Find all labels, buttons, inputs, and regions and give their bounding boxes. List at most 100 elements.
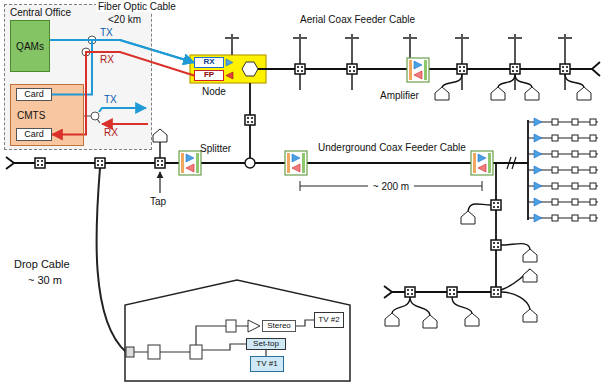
feeder-branch xyxy=(528,118,598,126)
dimension-label: ~ 30 m xyxy=(28,274,62,286)
length-bracket xyxy=(300,181,482,191)
node-heading: Node xyxy=(202,86,226,97)
node-text: RX xyxy=(203,58,214,67)
card-box: Card xyxy=(16,128,52,141)
feeder-branch xyxy=(528,182,598,190)
length-label: <20 km xyxy=(108,14,141,25)
house-icon xyxy=(577,87,591,100)
house-icon xyxy=(491,87,505,100)
pole-crossbars xyxy=(225,37,572,39)
tap-pointer xyxy=(159,172,160,193)
forward-path-port: FP xyxy=(194,70,224,81)
house-icon xyxy=(523,309,537,322)
part-name: Tap xyxy=(150,196,166,207)
house-icon xyxy=(435,87,449,100)
node-text: CMTS xyxy=(17,110,45,121)
office-fill xyxy=(4,4,152,150)
feeder-branch xyxy=(528,150,598,158)
amplifier-symbol xyxy=(407,58,429,82)
amplifier-symbol xyxy=(179,151,201,175)
tap-symbol xyxy=(447,287,457,297)
part-name: Amplifier xyxy=(380,90,419,101)
combiner-circles xyxy=(82,36,99,120)
tv-box: TV #1 xyxy=(250,356,284,372)
tap-symbol xyxy=(405,287,415,297)
cable-label: Underground Coax Feeder Cable xyxy=(318,142,466,153)
amplifier-symbol xyxy=(285,151,307,175)
tap-symbol xyxy=(35,158,45,168)
signal-name: TX xyxy=(100,27,113,38)
tap-symbol xyxy=(245,115,255,125)
home-outline xyxy=(125,280,350,381)
node-text: Stereo xyxy=(267,322,291,331)
tap-symbol xyxy=(510,64,520,74)
home-splitter xyxy=(148,345,160,359)
node-hexagon xyxy=(242,62,258,76)
signal-name: TX xyxy=(104,94,117,105)
receiver-port: RX xyxy=(194,57,224,68)
receiver-triangle xyxy=(226,59,233,66)
tap-symbol xyxy=(491,200,501,210)
aerial-drops xyxy=(442,74,584,87)
cmts-fill xyxy=(10,84,84,146)
node-text: Set-top xyxy=(253,340,279,349)
signal-name: RX xyxy=(100,54,114,65)
card-box: Card xyxy=(16,88,52,101)
node-housing xyxy=(190,55,266,83)
tap-symbol xyxy=(560,64,570,74)
tap-symbol xyxy=(155,158,165,168)
office-region: Central OfficeQAMsCMTSCardCard xyxy=(4,4,152,150)
house-icon xyxy=(385,313,399,326)
tap-symbol xyxy=(295,64,305,74)
cable-label: Fiber Optic Cable xyxy=(96,1,178,12)
splitter-symbol xyxy=(245,158,255,168)
part-name: Splitter xyxy=(200,143,231,154)
cable-label: Aerial Coax Feeder Cable xyxy=(300,14,415,25)
node-text: QAMs xyxy=(16,41,44,52)
tap-symbol xyxy=(491,287,501,297)
stereo-box: Stereo xyxy=(262,320,296,332)
house-icon xyxy=(465,313,479,326)
feeder-branch xyxy=(528,214,598,222)
qam-box: QAMs xyxy=(10,20,50,72)
drop-cable xyxy=(97,168,126,352)
cable-connector xyxy=(52,52,194,135)
house-icon xyxy=(523,269,537,282)
node-text: Card xyxy=(24,130,44,140)
dimension-label: ~ 200 m xyxy=(371,181,411,192)
break-marks xyxy=(507,157,516,169)
cable-connector xyxy=(52,40,194,95)
house-icon xyxy=(423,315,437,328)
node-text: TV #2 xyxy=(318,316,339,325)
signal-name: RX xyxy=(104,127,118,138)
wall-entry xyxy=(126,347,134,357)
tx-fiber-arrow xyxy=(99,108,146,112)
cmts-box: CMTSCardCard xyxy=(10,84,84,146)
node-text: Central Office xyxy=(10,7,71,18)
tap-symbol xyxy=(95,158,105,168)
house-icon xyxy=(153,129,167,142)
node-text: FP xyxy=(204,71,214,80)
return-triangle xyxy=(226,72,233,79)
tv-box: TV #2 xyxy=(314,312,344,328)
cable-connector xyxy=(296,320,314,326)
feeder-branch xyxy=(528,198,598,206)
house-icon xyxy=(461,211,475,224)
home-splitter xyxy=(226,320,236,332)
optical-node: NodeRXFP xyxy=(190,55,266,83)
rx-fiber-arrow xyxy=(102,123,148,125)
house-icon xyxy=(525,87,539,100)
node-text: TV #1 xyxy=(256,360,277,369)
home-splitter xyxy=(190,345,202,359)
cable-connector xyxy=(50,40,194,63)
underground-coax xyxy=(6,83,528,298)
home-wiring xyxy=(134,326,248,352)
feeder-branch xyxy=(528,166,598,174)
feeder-branch xyxy=(528,134,598,142)
node-text: Card xyxy=(24,90,44,100)
tap-symbol xyxy=(491,240,501,250)
tap-symbol xyxy=(457,64,467,74)
tap-symbol xyxy=(347,64,357,74)
aerial-poles xyxy=(232,34,565,90)
